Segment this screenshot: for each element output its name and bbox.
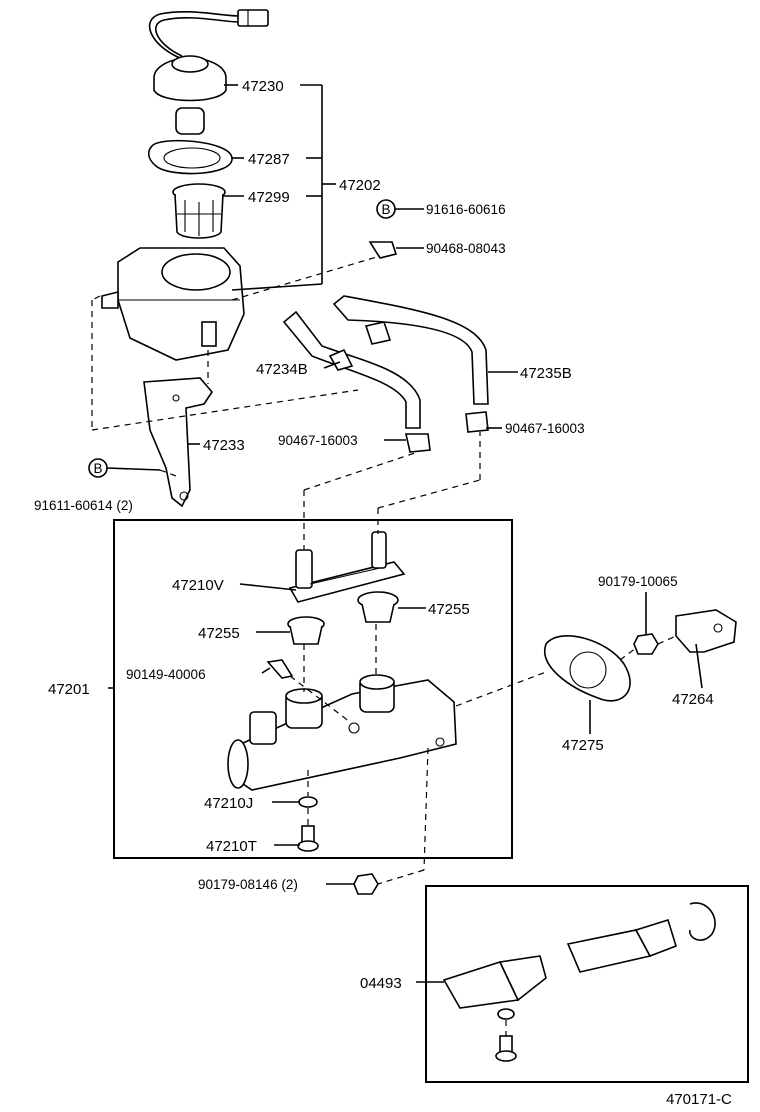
label-47255-right: 47255 [428,601,470,618]
label-90179-08146: 90179-08146 (2) [198,877,298,892]
label-47255-left: 47255 [198,625,240,642]
reservoir-gasket [147,139,233,175]
grommet-47255-left [287,616,325,645]
label-47201: 47201 [48,681,90,698]
hose-47234B [282,310,421,429]
repair-kit-box [425,885,749,1083]
alignment-lines [91,255,677,1036]
master-cylinder-box [113,519,513,859]
label-47210V: 47210V [172,577,224,594]
label-90467-16003-left: 90467-16003 [278,433,358,448]
grommet-47255-right [357,591,399,623]
label-90149-40006: 90149-40006 [126,667,206,682]
clevis-47264 [675,609,737,653]
label-90467-16003-right: 90467-16003 [505,421,585,436]
nut-90179-10065 [633,633,659,655]
part-labels: 47230 47287 47202 47299 91616-60616 9046… [34,78,732,1108]
label-47202: 47202 [339,177,381,194]
label-47210J: 47210J [204,795,253,812]
label-47264: 47264 [672,691,714,708]
label-47287: 47287 [248,151,290,168]
label-47210T: 47210T [206,838,257,855]
label-47235B: 47235B [520,365,572,382]
seal-47210J [298,796,318,808]
reservoir-cap-sensor [148,9,269,135]
label-90179-10065: 90179-10065 [598,574,678,589]
badge-b-top-text: B [381,202,390,217]
label-91616-60616: 91616-60616 [426,202,506,217]
clip-90467-left [405,433,431,453]
clip-90468 [368,241,398,259]
master-cylinder-body [227,674,457,791]
reservoir-bracket [143,377,214,508]
gasket-47275 [543,635,631,702]
badge-b-bottom-text: B [93,461,102,476]
bolt-90149 [266,659,294,679]
leader-lines [106,84,703,983]
label-91611-60614: 91611-60614 (2) [34,498,133,513]
badge-b-top: B [376,199,396,219]
label-47299: 47299 [248,189,290,206]
reservoir-strainer [172,183,226,239]
hose-47235B [332,295,489,433]
label-47230: 47230 [242,78,284,95]
screw-47210T [297,825,319,852]
label-47275: 47275 [562,737,604,754]
label-04493: 04493 [360,975,402,992]
label-47234B: 47234B [256,361,308,378]
piston-kit [442,902,716,1062]
badge-b-bottom: B [88,458,108,478]
reservoir-tank [101,247,245,361]
nut-90179-08146 [353,873,379,895]
label-90468-08043: 90468-08043 [426,241,506,256]
label-47233: 47233 [203,437,245,454]
diagram-code: 470171-C [666,1091,732,1108]
reservoir-union-47210V [288,531,406,603]
